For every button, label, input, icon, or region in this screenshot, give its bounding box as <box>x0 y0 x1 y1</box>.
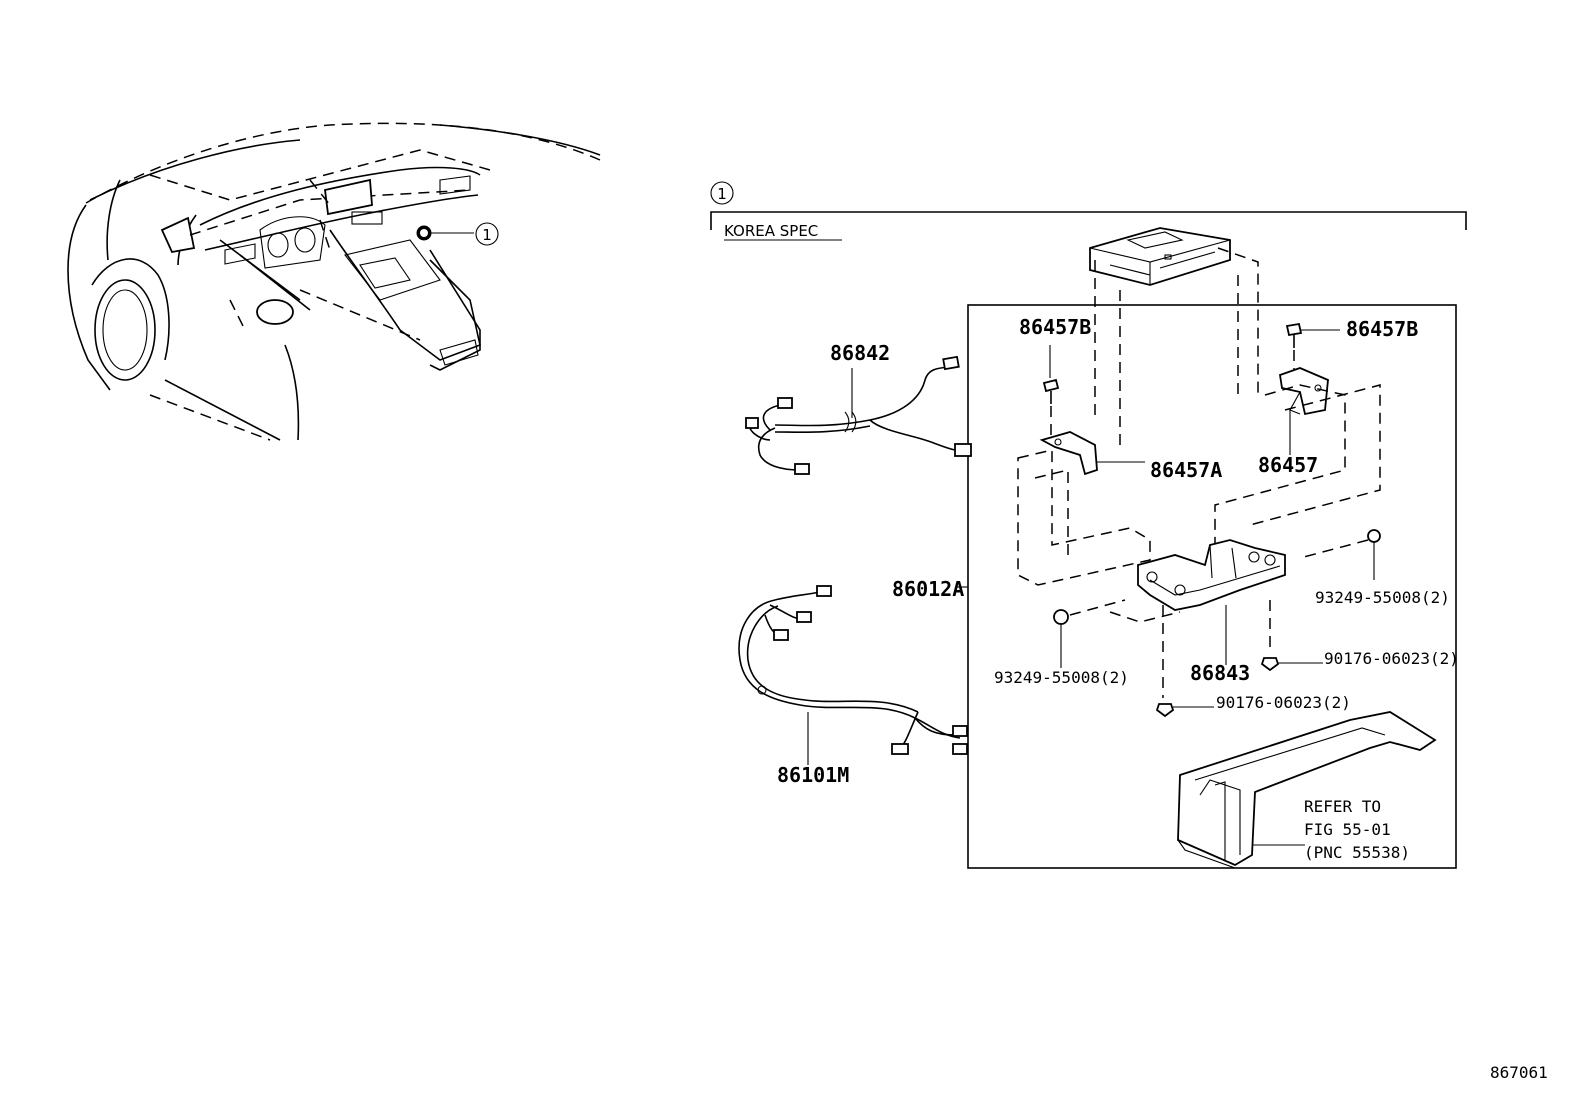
bracket-86843 <box>1109 539 1286 665</box>
label-86101m: 86101M <box>777 763 849 787</box>
section-bracket <box>710 211 1467 230</box>
section-label: KOREA SPEC <box>724 222 818 240</box>
nut-90176-center <box>1155 605 1214 718</box>
vehicle-interior-illustration: 1 <box>67 122 601 441</box>
bracket-86457 <box>1278 367 1329 455</box>
figure-number: 867061 <box>1490 1063 1548 1082</box>
label-86457a: 86457A <box>1150 458 1222 482</box>
screw-93249-right <box>1299 529 1381 580</box>
screw-86457b-left <box>1042 345 1060 440</box>
refer-line-3: (PNC 55538) <box>1304 843 1410 862</box>
control-unit <box>1089 227 1231 286</box>
callout-number-overview: 1 <box>482 226 492 244</box>
wire-harness-86101m <box>738 585 968 765</box>
screw-93249-left <box>1053 599 1126 668</box>
wire-harness-86842 <box>745 355 972 475</box>
console-tray-reference <box>1177 711 1437 869</box>
korea-spec-section: 1 KOREA SPEC <box>710 181 1467 869</box>
refer-line-2: FIG 55-01 <box>1304 820 1391 839</box>
label-86457: 86457 <box>1258 453 1318 477</box>
nut-90176-right <box>1260 600 1323 672</box>
screw-86457b-right <box>1285 322 1340 372</box>
callout-marker-overview: 1 <box>475 222 499 246</box>
label-93249-right: 93249-55008(2) <box>1315 588 1450 607</box>
label-90176-right: 90176-06023(2) <box>1324 649 1459 668</box>
label-86457b-left: 86457B <box>1019 315 1091 339</box>
callout-number-section: 1 <box>717 185 727 203</box>
label-90176-center: 90176-06023(2) <box>1216 693 1351 712</box>
label-86012a: 86012A <box>892 577 964 601</box>
callout-marker-section: 1 <box>710 181 734 205</box>
label-93249-left: 93249-55008(2) <box>994 668 1129 687</box>
label-86842: 86842 <box>830 341 890 365</box>
label-86843: 86843 <box>1190 661 1250 685</box>
refer-line-1: REFER TO <box>1304 797 1381 816</box>
bracket-86457a <box>1039 431 1145 476</box>
label-86457b-right: 86457B <box>1346 317 1418 341</box>
